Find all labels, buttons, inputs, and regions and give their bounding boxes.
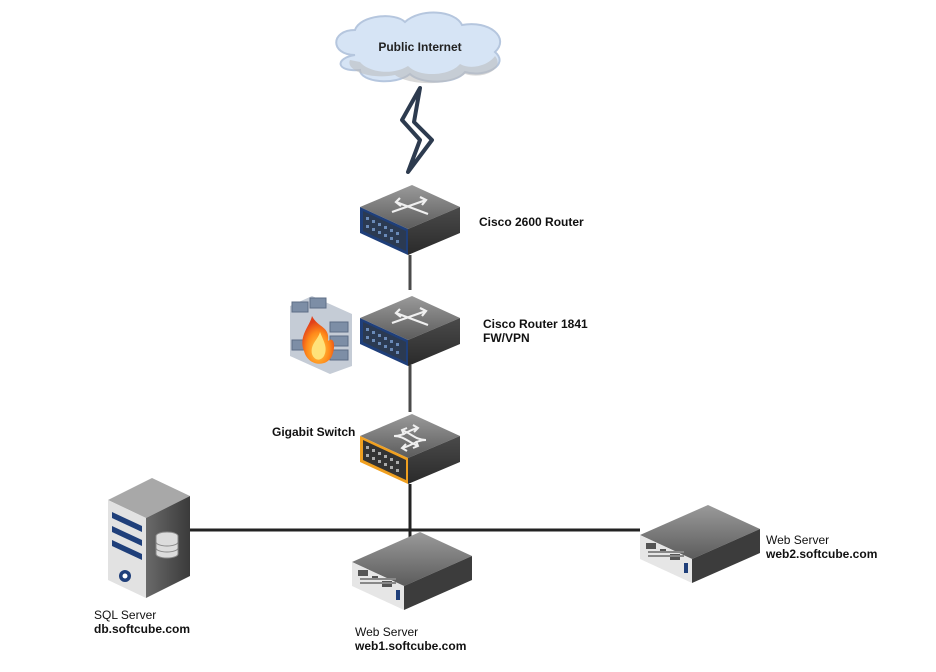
web-server-1-icon — [352, 532, 472, 610]
sql-server-label-line2: db.softcube.com — [94, 622, 191, 636]
web-server-1-label-line1: Web Server — [355, 625, 419, 639]
web-server-2-icon — [640, 505, 760, 583]
switch-label: Gigabit Switch — [272, 425, 356, 439]
sql-server-label-line1: SQL Server — [94, 608, 157, 622]
switch-icon — [360, 414, 460, 484]
cloud-label: Public Internet — [378, 40, 462, 54]
router-1841-label-line2: FW/VPN — [483, 331, 530, 345]
web-server-2-label-line1: Web Server — [766, 533, 830, 547]
web-server-1-label-line2: web1.softcube.com — [355, 639, 467, 653]
router-1841-label-line1: Cisco Router 1841 — [483, 317, 588, 331]
web-server-2-label-line2: web2.softcube.com — [766, 547, 878, 561]
cloud-icon — [335, 11, 502, 84]
router-2600-icon — [360, 185, 460, 255]
router-2600-label: Cisco 2600 Router — [479, 215, 584, 229]
wan-link-lightning-icon — [400, 86, 434, 174]
sql-server-icon — [108, 478, 190, 598]
firewall-icon — [290, 296, 352, 374]
router-1841-icon — [360, 296, 460, 366]
